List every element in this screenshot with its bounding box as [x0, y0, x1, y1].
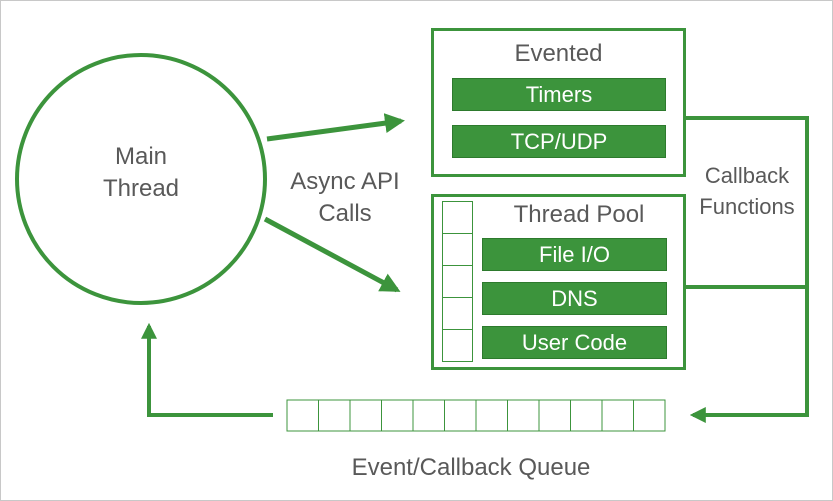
queue-slot	[349, 399, 382, 432]
evented-item-timers: Timers	[452, 78, 666, 111]
async-arrow-threadpool	[263, 216, 401, 293]
queue-slot	[412, 399, 445, 432]
thread-pool-item-user-code: User Code	[482, 326, 667, 359]
async-api-label-line2: Calls	[318, 200, 372, 227]
callback-label-line2: Functions	[689, 194, 805, 220]
thread-slot	[442, 265, 473, 298]
event-queue	[286, 399, 666, 432]
callback-label-line1: Callback	[689, 163, 805, 189]
main-thread-label-line2: Thread	[102, 175, 180, 202]
queue-slot	[570, 399, 603, 432]
event-queue-label: Event/Callback Queue	[351, 454, 591, 481]
main-thread-circle	[15, 53, 267, 305]
queue-slot	[538, 399, 571, 432]
queue-slot	[381, 399, 414, 432]
thread-pool-item-file-io: File I/O	[482, 238, 667, 271]
queue-slot	[475, 399, 508, 432]
evented-item-tcp-udp: TCP/UDP	[452, 125, 666, 158]
async-arrow-evented	[266, 113, 405, 142]
main-thread-label-line1: Main	[114, 143, 168, 170]
evented-title: Evented	[514, 40, 603, 67]
thread-slot	[442, 233, 473, 266]
queue-slot	[507, 399, 540, 432]
queue-slot	[601, 399, 634, 432]
queue-slot	[318, 399, 351, 432]
queue-to-main-arrow	[141, 322, 273, 417]
queue-slot	[286, 399, 319, 432]
queue-slot	[444, 399, 477, 432]
queue-slot	[633, 399, 666, 432]
thread-pool-title: Thread Pool	[513, 201, 645, 228]
thread-slot	[442, 201, 473, 234]
async-api-label-line1: Async API	[290, 168, 400, 195]
thread-slot	[442, 297, 473, 330]
thread-pool-item-dns: DNS	[482, 282, 667, 315]
thread-slot	[442, 329, 473, 362]
